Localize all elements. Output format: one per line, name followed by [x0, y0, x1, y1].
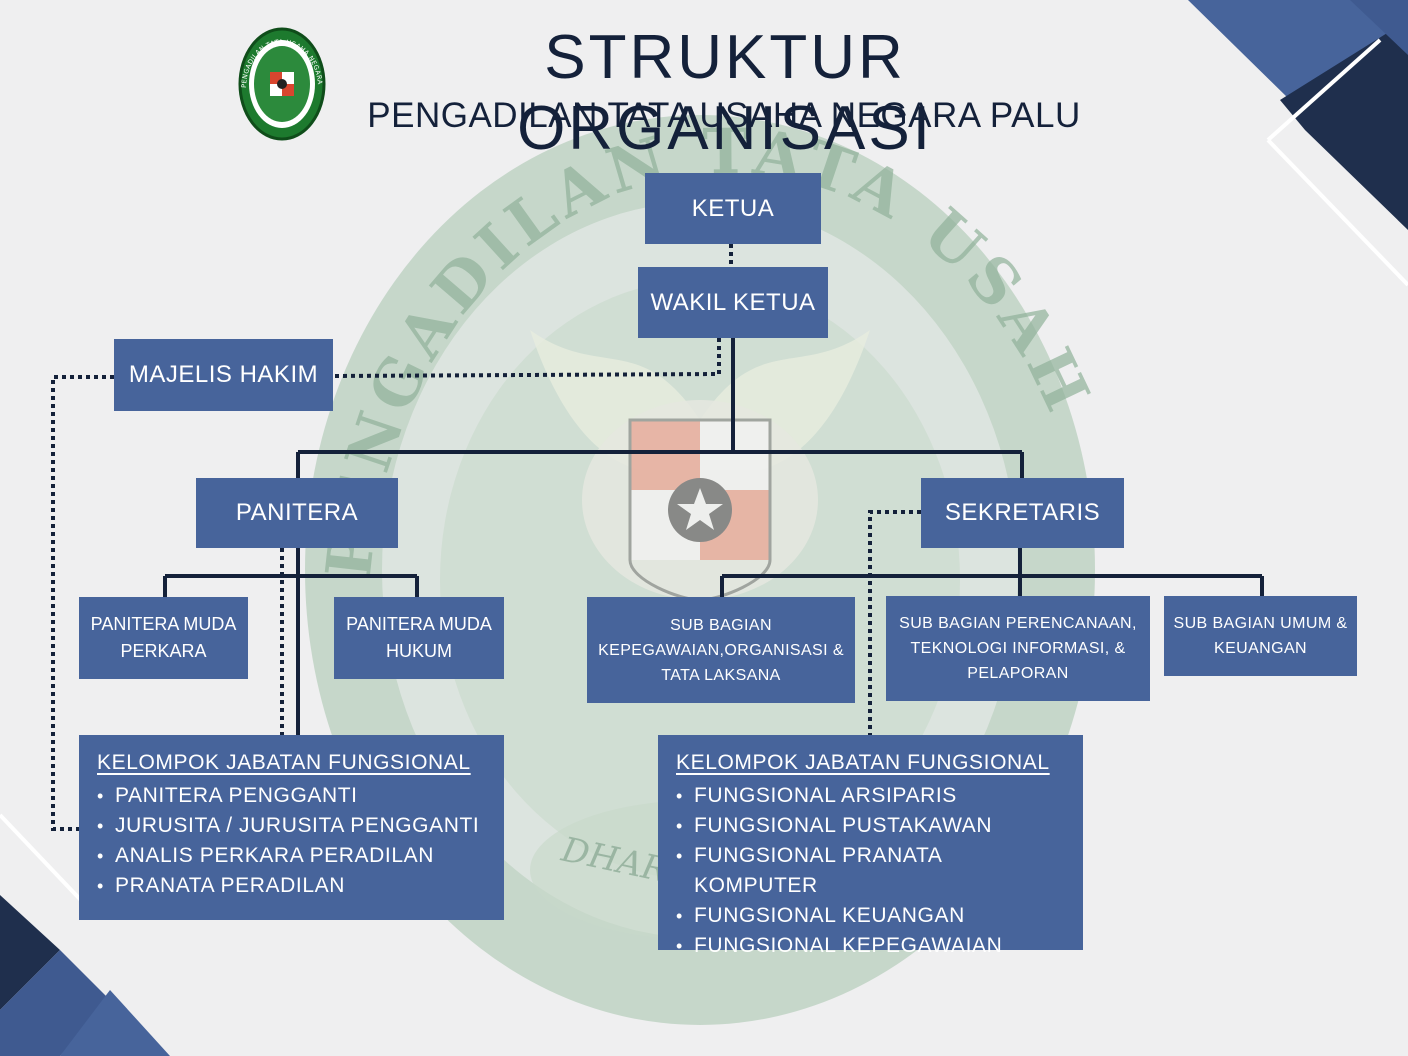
list-item: FUNGSIONAL ARSIPARIS — [676, 781, 1065, 811]
node-wakil-ketua: WAKIL KETUA — [638, 267, 828, 338]
list-item: JURUSITA / JURUSITA PENGGANTI — [97, 811, 486, 841]
list-item: FUNGSIONAL KEPEGAWAIAN — [676, 931, 1065, 961]
page-title: STRUKTUR ORGANISASI — [517, 23, 933, 163]
dotted-sekretaris-group — [868, 510, 921, 735]
node-subbag-umum-keuangan: SUB BAGIAN UMUM & KEUANGAN — [1164, 596, 1357, 676]
group-list: PANITERA PENGGANTI JURUSITA / JURUSITA P… — [97, 781, 486, 901]
watermark-shield — [628, 418, 772, 602]
list-item: PANITERA PENGGANTI — [97, 781, 486, 811]
list-item: PRANATA PERADILAN — [97, 871, 486, 901]
list-item: FUNGSIONAL PRANATA KOMPUTER — [676, 841, 1065, 901]
node-subbag-kepegawaian: SUB BAGIAN KEPEGAWAIAN,ORGANISASI & TATA… — [587, 597, 855, 703]
node-panitera-muda-perkara: PANITERA MUDA PERKARA — [79, 597, 248, 679]
group-list: FUNGSIONAL ARSIPARIS FUNGSIONAL PUSTAKAW… — [676, 781, 1065, 961]
node-majelis-hakim: MAJELIS HAKIM — [114, 339, 333, 411]
group-title: KELOMPOK JABATAN FUNGSIONAL — [676, 751, 1050, 774]
group-title: KELOMPOK JABATAN FUNGSIONAL — [97, 751, 471, 774]
list-item: FUNGSIONAL PUSTAKAWAN — [676, 811, 1065, 841]
group-fungsional-panitera: KELOMPOK JABATAN FUNGSIONAL PANITERA PEN… — [79, 735, 504, 920]
corner-decoration-top-right — [1188, 0, 1408, 287]
node-panitera: PANITERA — [196, 478, 398, 548]
group-fungsional-sekretaris: KELOMPOK JABATAN FUNGSIONAL FUNGSIONAL A… — [658, 735, 1083, 961]
node-subbag-perencanaan: SUB BAGIAN PERENCANAAN, TEKNOLOGI INFORM… — [886, 596, 1150, 701]
page-subtitle: PENGADILAN TATA USAHA NEGARA PALU — [367, 96, 1081, 135]
node-panitera-muda-hukum: PANITERA MUDA HUKUM — [334, 597, 504, 679]
court-logo: PENGADILAN TATA USAHA NEGARA PALU — [232, 24, 326, 141]
list-item: FUNGSIONAL KEUANGAN — [676, 901, 1065, 931]
node-ketua: KETUA — [645, 173, 821, 244]
corner-decoration-bottom-left — [0, 813, 170, 1056]
node-sekretaris: SEKRETARIS — [921, 478, 1124, 548]
list-item: ANALIS PERKARA PERADILAN — [97, 841, 486, 871]
dotted-wakil-majelis — [332, 338, 721, 378]
